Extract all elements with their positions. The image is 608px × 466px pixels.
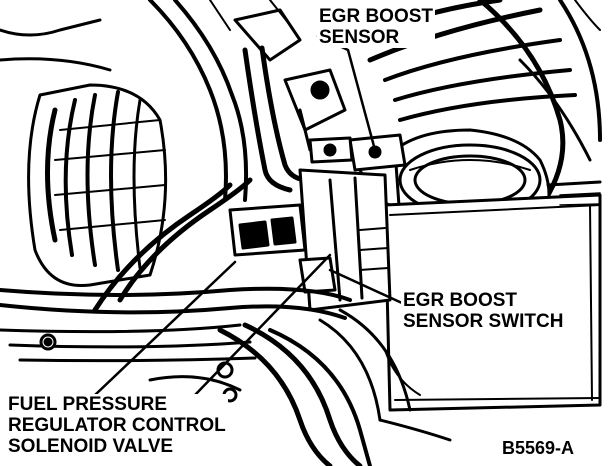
egr-boost-sensor-label: EGR BOOST SENSOR xyxy=(317,6,436,48)
leader-fuel-valve-1 xyxy=(93,260,237,397)
center-block xyxy=(228,168,392,312)
egr-boost-sensor-line-2: SENSOR xyxy=(319,27,400,48)
left-drum xyxy=(0,18,168,288)
fuel-pressure-regulator-line-2: REGULATOR CONTROL xyxy=(8,415,226,436)
fuel-pressure-regulator-label: FUEL PRESSURE REGULATOR CONTROL SOLENOID… xyxy=(6,394,228,457)
leader-lines xyxy=(93,34,404,397)
figure-id: B5569-A xyxy=(500,438,577,459)
egr-boost-sensor-line-1: EGR BOOST xyxy=(319,6,434,27)
egr-boost-sensor-switch-label: EGR BOOST SENSOR SWITCH xyxy=(401,290,566,332)
lower-hoses xyxy=(0,177,452,466)
fuel-pressure-regulator-line-1: FUEL PRESSURE xyxy=(8,394,168,415)
leader-fuel-valve-2 xyxy=(193,253,332,397)
egr-boost-sensor-switch-line-2: SENSOR SWITCH xyxy=(403,311,564,332)
egr-boost-sensor-switch-line-1: EGR BOOST xyxy=(403,290,518,311)
leader-egr-boost-sensor-switch xyxy=(328,268,404,305)
upper-hoses xyxy=(148,0,347,202)
fuel-pressure-regulator-line-3: SOLENOID VALVE xyxy=(8,436,174,457)
